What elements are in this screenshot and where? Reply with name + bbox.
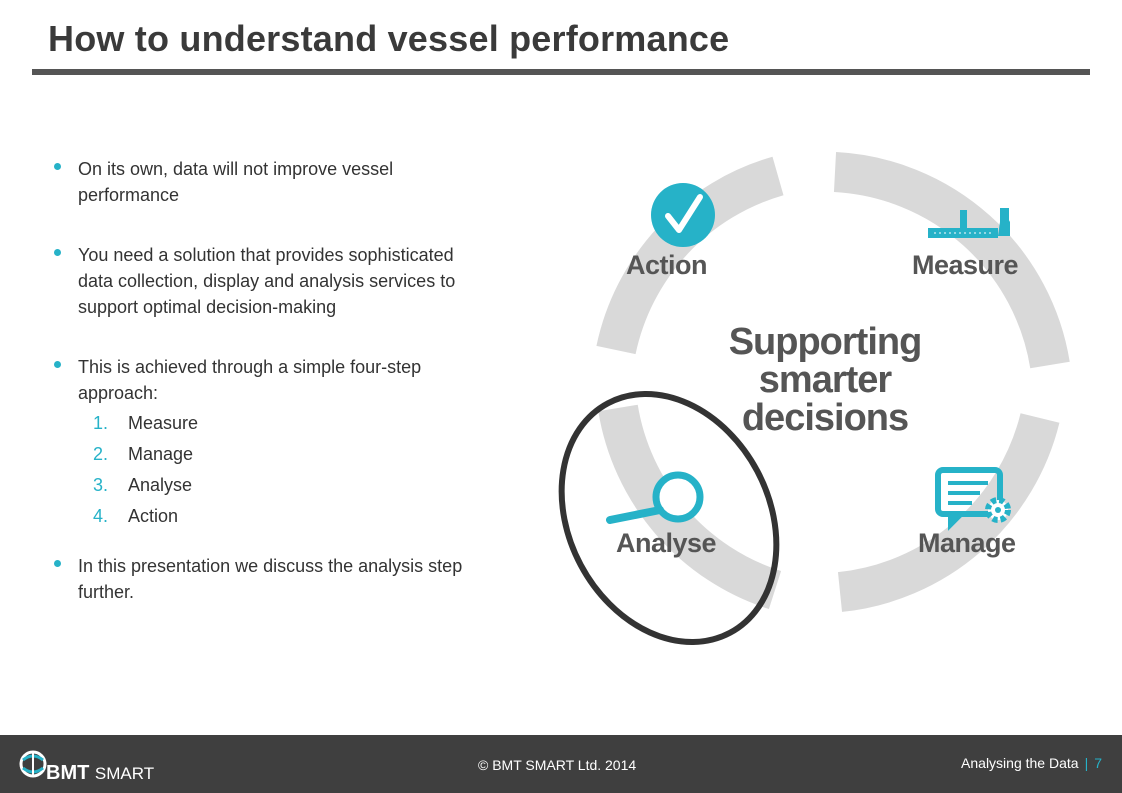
footer-logo-text: BMT SMART [46, 762, 154, 785]
footer-copyright: © BMT SMART Ltd. 2014 [478, 757, 637, 773]
center-line: smarter [758, 359, 892, 401]
center-line: decisions [741, 397, 909, 439]
analyse-highlight-ring [558, 390, 780, 646]
step-label: Measure [128, 413, 199, 433]
step-item: 3. Analyse [93, 472, 192, 498]
stage-label-action: Action [626, 250, 708, 280]
step-number: 4. [93, 506, 109, 526]
bullet-text: further. [78, 582, 135, 602]
step-item: 2. Manage [93, 441, 193, 467]
bullet-text: performance [78, 185, 180, 205]
footer-separator: | [1084, 755, 1089, 771]
step-item: 4. Action [93, 503, 178, 529]
footer-section: Analysing the Data [961, 755, 1079, 771]
bullet-text: approach: [78, 383, 159, 403]
bullet-text: You need a solution that provides sophis… [78, 245, 454, 265]
check-mark [665, 194, 703, 233]
bullet-text: In this presentation we discuss the anal… [78, 556, 463, 576]
step-item: 1. Measure [93, 410, 198, 436]
stage-label-manage: Manage [918, 528, 1016, 558]
bullet-dot-icon [54, 560, 61, 567]
page-number: 7 [1094, 755, 1102, 771]
footer-page-info: Analysing the Data | 7 [961, 755, 1102, 771]
step-label: Action [128, 506, 179, 526]
bmt-globe-icon [19, 750, 47, 778]
step-label: Analyse [128, 475, 193, 495]
stage-label-analyse: Analyse [616, 528, 717, 558]
footer-bar: BMT SMART © BMT SMART Ltd. 2014 Analysin… [0, 735, 1122, 793]
document-gear-icon [935, 467, 1011, 531]
bullet-dot-icon [54, 249, 61, 256]
cycle-arcs [558, 152, 1070, 646]
process-cycle-diagram: Action Measure Analyse Manage Supporting… [540, 140, 1080, 660]
bullet-dot-icon [54, 361, 61, 368]
logo-light: SMART [94, 764, 155, 783]
center-tagline: Supporting smarter decisions [690, 323, 960, 437]
slide-title: How to understand vessel performance [48, 18, 730, 59]
caliper-icon [928, 208, 1010, 238]
step-number: 3. [93, 475, 109, 495]
center-line: Supporting [728, 321, 923, 363]
bullet-text: support optimal decision-making [78, 297, 337, 317]
magnifier-icon [606, 471, 704, 524]
step-number: 1. [93, 413, 109, 433]
step-number: 2. [93, 444, 109, 464]
cycle-arc-manage [837, 412, 1060, 612]
bullet-dot-icon [54, 163, 61, 170]
bullet-text: data collection, display and analysis se… [78, 271, 456, 291]
logo-bold: BMT [46, 762, 90, 784]
bullet-text: This is achieved through a simple four-s… [78, 357, 422, 377]
check-icon [651, 183, 715, 247]
stage-label-measure: Measure [912, 250, 1019, 280]
step-label: Manage [128, 444, 194, 464]
title-rule [32, 69, 1090, 75]
bullet-text: On its own, data will not improve vessel [78, 159, 394, 179]
